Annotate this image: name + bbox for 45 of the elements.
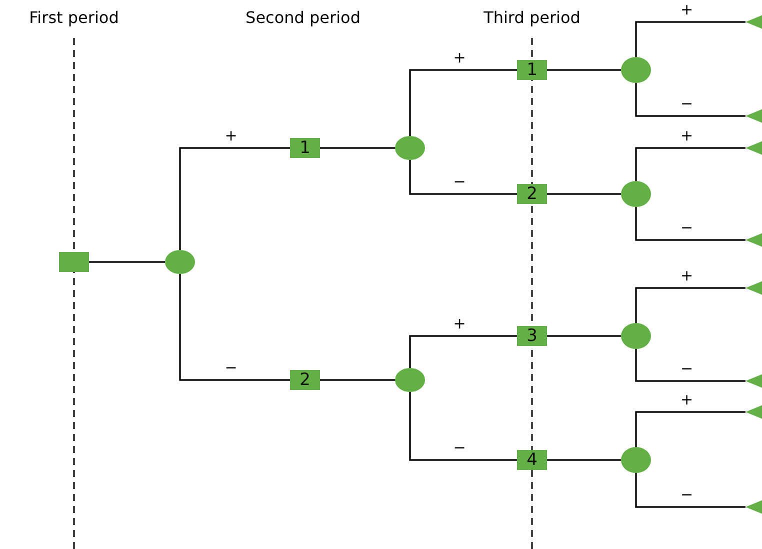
edge-label: + — [679, 268, 694, 284]
decision-box — [59, 252, 89, 272]
branch-line — [89, 261, 165, 263]
branch-line — [547, 459, 621, 461]
edge-label: + — [679, 392, 694, 408]
branch-line — [409, 335, 517, 368]
period-heading: Second period — [246, 10, 360, 26]
chance-node — [621, 447, 651, 473]
chance-node — [621, 181, 651, 207]
chance-node — [395, 368, 425, 392]
chance-node — [621, 323, 651, 349]
branch-line — [409, 69, 517, 136]
edge-label: + — [679, 128, 694, 144]
branch-line — [409, 160, 517, 195]
branch-line — [635, 473, 746, 508]
branch-line — [635, 349, 746, 382]
edge-label: + — [679, 2, 694, 18]
branch-line — [547, 69, 621, 71]
branch-line — [179, 147, 290, 250]
branch-line — [547, 335, 621, 337]
decision-box: 4 — [517, 450, 547, 470]
branch-line — [547, 193, 621, 195]
branch-line — [320, 379, 395, 381]
decision-box: 3 — [517, 326, 547, 346]
branch-line — [635, 147, 746, 181]
branch-line — [635, 83, 746, 117]
branch-line — [179, 274, 290, 381]
branch-line — [409, 392, 517, 461]
decision-box: 2 — [517, 184, 547, 204]
chance-node — [621, 57, 651, 83]
period-heading: First period — [29, 10, 119, 26]
edge-label: + — [224, 128, 238, 144]
branch-line — [635, 21, 746, 57]
branch-line — [635, 207, 746, 241]
chance-node — [395, 136, 425, 160]
branch-line — [635, 411, 746, 447]
edge-label: + — [452, 50, 467, 66]
chance-node — [165, 250, 195, 274]
branch-line — [635, 287, 746, 323]
branch-line — [320, 147, 395, 149]
decision-box: 2 — [290, 370, 320, 390]
edge-label: + — [452, 316, 467, 332]
period-heading: Third period — [484, 10, 580, 26]
decision-box: 1 — [517, 60, 547, 80]
decision-box: 1 — [290, 138, 320, 158]
